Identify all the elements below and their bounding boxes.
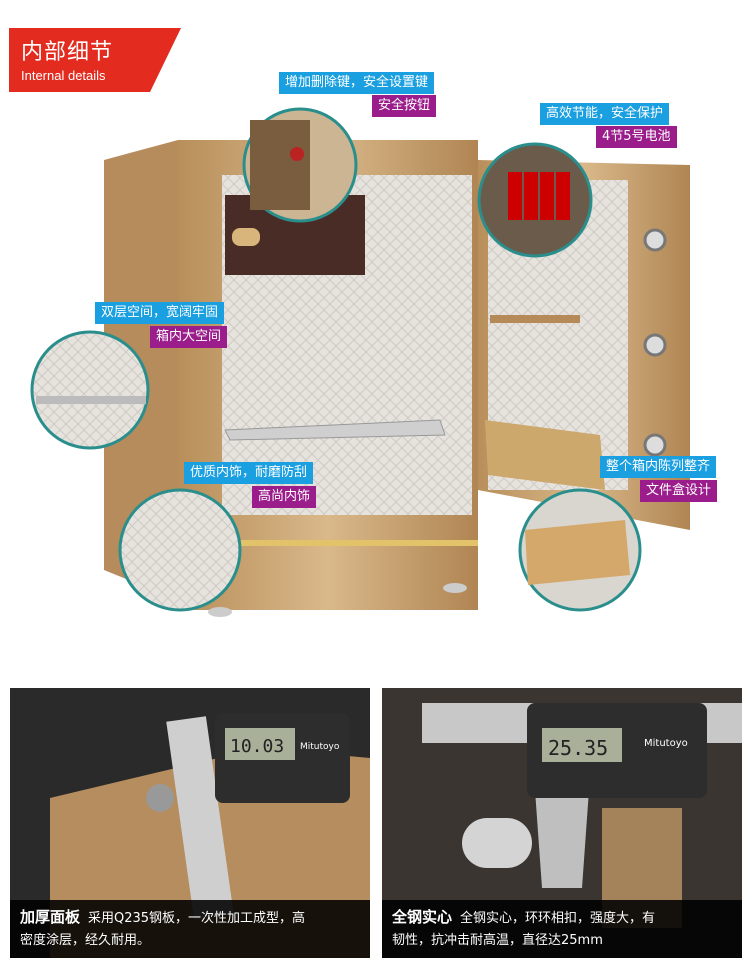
shelf-icon [30, 330, 150, 450]
callout-line2: 高尚内饰 [252, 486, 317, 508]
caption-title: 加厚面板 [20, 908, 81, 926]
callout-line1: 双层空间，宽阔牢固 [95, 302, 225, 324]
callout-line2: 安全按钮 [372, 95, 437, 117]
callout-line1: 增加删除键，安全设置键 [279, 72, 435, 94]
caliper-brand: Mitutoyo [644, 738, 688, 749]
file-box-icon [518, 488, 642, 612]
caliper-brand: Mitutoyo [300, 742, 340, 752]
caption-text-2: 韧性，抗冲击耐高温，直径达25mm [392, 933, 603, 948]
thick-panel-photo: 10.03 Mitutoyo 加厚面板采用Q235钢板，一次性加工成型，高 密度… [10, 688, 370, 958]
thick-panel-caption: 加厚面板采用Q235钢板，一次性加工成型，高 密度涂层，经久耐用。 [10, 900, 370, 958]
section-subtitle: Internal details [21, 68, 106, 83]
battery-icon [477, 142, 593, 258]
callout-line2: 文件盒设计 [640, 480, 718, 502]
magnifier-button [242, 107, 358, 223]
steel-bolt-photo: 25.35 Mitutoyo 全钢实心全钢实心，环环相扣，强度大，有 韧性，抗冲… [382, 688, 742, 958]
caliper-display: 25.35 [548, 736, 609, 760]
safe-illustration [0, 100, 750, 660]
callout-line2: 4节5号电池 [596, 126, 677, 148]
caption-text-2: 密度涂层，经久耐用。 [20, 933, 151, 948]
caliper-display: 10.03 [230, 736, 285, 757]
caption-text: 全钢实心，环环相扣，强度大，有 [460, 911, 656, 926]
section-title: 内部细节 [21, 40, 114, 65]
safe-icon [30, 107, 690, 617]
section-badge: 内部细节 Internal details [9, 28, 181, 92]
steel-bolt-caption: 全钢实心全钢实心，环环相扣，强度大，有 韧性，抗冲击耐高温，直径达25mm [382, 900, 742, 958]
caption-text: 采用Q235钢板，一次性加工成型，高 [88, 911, 306, 926]
callout-line1: 优质内饰，耐磨防刮 [184, 462, 314, 484]
interior-texture-icon [118, 488, 242, 612]
callout-line1: 整个箱内陈列整齐 [600, 456, 717, 478]
caption-title: 全钢实心 [392, 908, 453, 926]
callout-line1: 高效节能，安全保护 [540, 103, 670, 125]
callout-line2: 箱内大空间 [150, 326, 228, 348]
